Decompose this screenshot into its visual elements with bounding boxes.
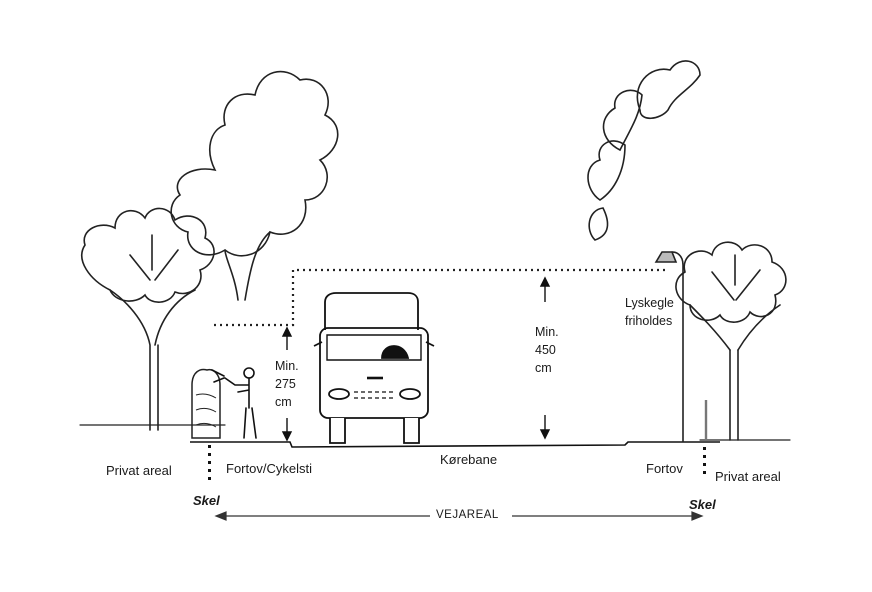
truck: [313, 292, 435, 444]
hedge: [191, 368, 221, 439]
road-clearance-unit: cm: [535, 361, 552, 375]
fortov-cykelsti-label: Fortov/Cykelsti: [226, 461, 312, 476]
left-clearance-value: 275: [275, 377, 296, 391]
left-clearance-dimension: Min. 275 cm: [275, 357, 299, 411]
road-clearance-value: 450: [535, 343, 556, 357]
road-surface: [190, 441, 720, 448]
skel-left-label: Skel: [193, 493, 220, 508]
lyskegle-line1: Lyskegle: [625, 296, 674, 310]
fortov-right-label: Fortov: [646, 461, 683, 476]
lyskegle-label: Lyskegle friholdes: [625, 294, 674, 330]
dimension-arrow-left: [281, 326, 293, 442]
dimension-arrow-road: [539, 276, 551, 440]
road-clearance-dimension: Min. 450 cm: [535, 323, 559, 377]
gardener-figure: [211, 367, 257, 439]
privat-areal-left-label: Privat areal: [106, 463, 172, 478]
left-clearance-unit: cm: [275, 395, 292, 409]
right-small-tree: [675, 241, 791, 441]
vejareal-arrow: [214, 511, 704, 521]
clearance-profile-line: [214, 268, 665, 327]
left-tall-tree: [170, 70, 339, 301]
korebane-label: Kørebane: [440, 452, 498, 467]
street-lamp: [654, 251, 708, 442]
privat-areal-right-label: Privat areal: [715, 469, 781, 484]
skel-right-label: Skel: [689, 497, 716, 512]
lyskegle-line2: friholdes: [625, 314, 673, 328]
left-small-tree: [79, 207, 226, 431]
right-tall-tree: [587, 60, 701, 241]
left-clearance-min: Min.: [275, 359, 299, 373]
vejareal-label: VEJAREAL: [436, 509, 499, 521]
boundary-markers: [208, 445, 706, 480]
road-clearance-min: Min.: [535, 325, 559, 339]
